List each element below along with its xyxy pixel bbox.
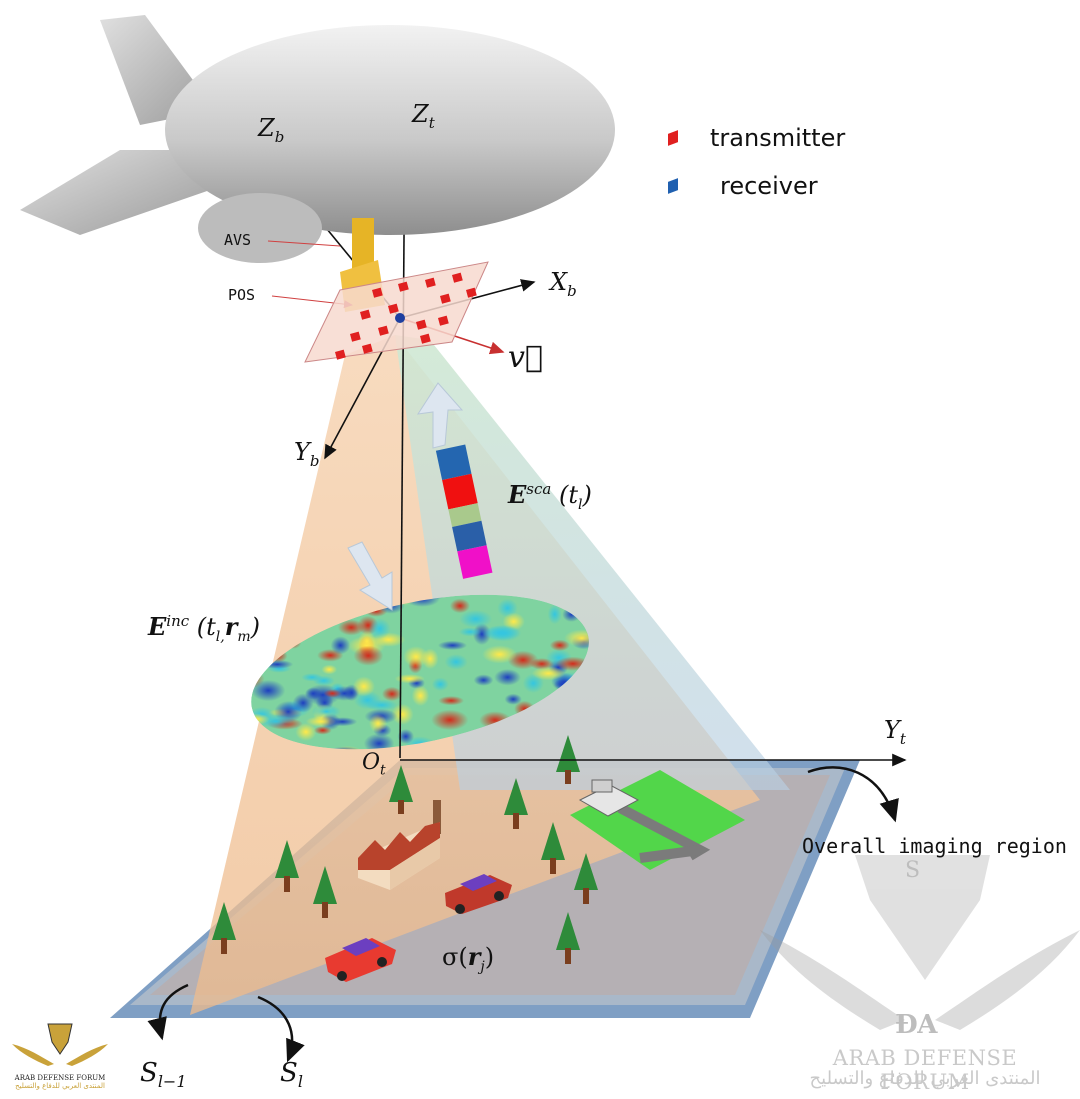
speckle — [395, 674, 425, 683]
speckle — [459, 610, 492, 628]
speckle — [295, 723, 316, 741]
watermark-arabic: المنتدى العربي للدفاع والتسليح — [800, 1068, 1050, 1089]
corner-logo-icon — [10, 1020, 110, 1070]
speckle — [450, 599, 470, 614]
xb-label: Xb — [550, 268, 577, 300]
yt-label: Yt — [884, 716, 906, 748]
speckle — [438, 641, 467, 650]
legend-transmitter-label: transmitter — [710, 124, 845, 152]
reflectivity-label: σ(rj) — [442, 942, 494, 975]
speckle — [267, 599, 281, 617]
zb-label: Zb — [258, 114, 284, 146]
speckle — [312, 705, 341, 719]
speckle — [305, 687, 322, 699]
speckle — [251, 680, 285, 701]
corner-logo: ARAB DEFENSE FORUM المنتدى العربي للدفاع… — [10, 1020, 110, 1098]
speckle — [482, 626, 520, 641]
transmitter-icon — [668, 130, 678, 146]
pos-label: POS — [228, 286, 255, 304]
speckle — [238, 664, 263, 680]
speckle — [482, 645, 517, 663]
speckle — [459, 627, 482, 636]
speckle — [474, 674, 494, 685]
speckle — [432, 678, 449, 691]
speckle — [321, 665, 337, 675]
avs-sensor — [352, 218, 374, 270]
body-origin — [395, 313, 405, 323]
speckle — [382, 687, 402, 701]
incident-field-label: Einc (tl,rm) — [148, 612, 260, 645]
speckle — [261, 585, 285, 603]
imaging-region-label: Overall imaging region — [802, 834, 1067, 858]
speckle — [261, 591, 279, 603]
receiver-icon — [668, 178, 678, 194]
aerostat-blimp — [20, 15, 615, 263]
legend-receiver: receiver — [668, 172, 818, 200]
speckle — [438, 696, 464, 705]
speckle — [412, 685, 430, 706]
avs-label: AVS — [224, 231, 251, 249]
scattered-field-label: Esca (tl) — [508, 480, 592, 513]
speckle — [532, 666, 565, 680]
yb-label: Yb — [294, 438, 319, 470]
speckle — [331, 636, 351, 654]
speckle — [445, 654, 468, 670]
speckle — [494, 669, 521, 686]
watermark-mark: ÐA — [895, 1010, 937, 1040]
legend-transmitter: transmitter — [668, 124, 845, 152]
speckle — [301, 673, 323, 681]
corner-logo-name: ARAB DEFENSE FORUM — [10, 1074, 110, 1082]
velocity-label: v⃗ — [508, 340, 543, 375]
speckle — [261, 660, 293, 669]
corner-logo-arabic: المنتدى العربي للدفاع والتسليح — [10, 1082, 110, 1090]
speckle — [403, 646, 428, 667]
strip-prev-label: Sl−1 — [140, 1058, 187, 1091]
watermark-letter: S — [905, 858, 920, 883]
speckle — [369, 714, 387, 733]
ot-label: Ot — [362, 750, 386, 778]
zt-label: Zt — [412, 100, 435, 132]
legend-receiver-label: receiver — [720, 172, 818, 200]
speckle — [369, 618, 390, 639]
strip-cur-label: Sl — [280, 1058, 303, 1091]
speckle — [244, 714, 270, 725]
antenna-array — [305, 262, 488, 362]
speckle — [353, 646, 383, 666]
speckle — [431, 710, 468, 731]
speckle — [324, 689, 341, 697]
speckle — [260, 599, 283, 620]
